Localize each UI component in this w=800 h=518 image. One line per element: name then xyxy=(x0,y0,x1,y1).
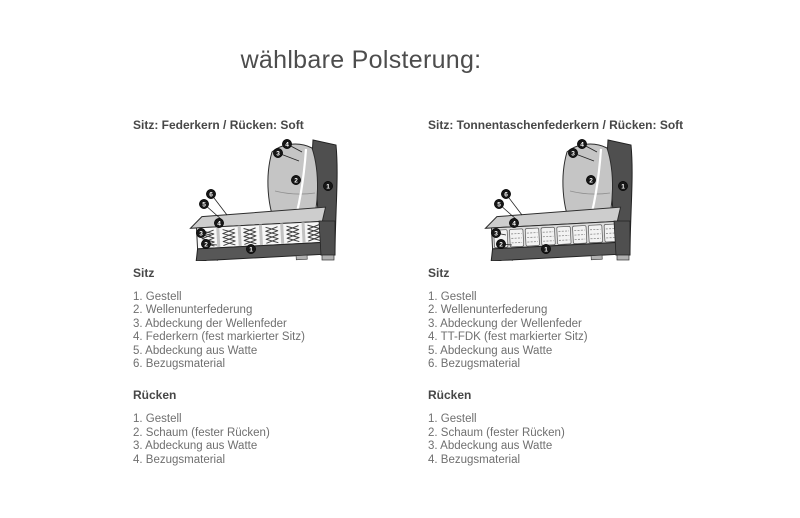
list-item: 4. Bezugsmaterial xyxy=(133,453,226,466)
seat-assembly xyxy=(189,206,329,261)
section-heading-sitz: Sitz xyxy=(428,266,450,280)
sofa-diagram-svg-tonnentaschenfederkern: 4 3 2 1 6 5 4 3 2 1 xyxy=(484,139,633,261)
list-item: 3. Abdeckung aus Watte xyxy=(133,440,258,453)
section-heading-ruecken: Rücken xyxy=(428,388,472,403)
frame-front-edge xyxy=(318,220,336,256)
back-callouts: 4 3 2 1 xyxy=(273,139,333,191)
ruecken-layer-list: 1. Gestell 2. Schaum (fester Rücken) 3. … xyxy=(428,413,720,467)
sofa-diagram-svg-federkern: 4 3 2 1 6 5 4 3 2 1 xyxy=(189,139,338,261)
seat-callout-abdeckung-wellenfeder xyxy=(196,228,206,238)
back-callout-label: 1 xyxy=(621,183,625,190)
column-heading-federkern: Sitz: Federkern / Rücken: Soft xyxy=(133,118,304,132)
list-item: 3. Abdeckung der Wellenfeder xyxy=(428,317,582,330)
list-item: 2. Wellenunterfederung xyxy=(133,304,253,317)
ruecken-layer-list: 1. Gestell 2. Schaum (fester Rücken) 3. … xyxy=(133,413,425,467)
back-callout-label: 1 xyxy=(326,183,330,190)
frame-front-edge xyxy=(613,220,631,256)
sitz-layer-list: 1. Gestell 2. Wellenunterfederung 3. Abd… xyxy=(133,291,425,371)
spring-divider xyxy=(301,222,306,244)
seat-callout-label: 5 xyxy=(497,201,501,208)
seat-callout-label: 2 xyxy=(499,241,503,248)
seat-callout-label: 1 xyxy=(249,246,253,253)
back-cushion-crease xyxy=(569,190,611,195)
back-callout-gestell xyxy=(323,181,333,191)
list-item: 1. Gestell xyxy=(133,413,182,426)
seat-callout-gestell xyxy=(541,244,551,254)
section-heading-sitz: Sitz xyxy=(133,266,155,280)
back-callout-label: 3 xyxy=(571,150,575,157)
list-item: 4. Federkern (fest markierter Sitz) xyxy=(133,331,305,344)
seat-callout-watte xyxy=(199,199,209,209)
sofa-cross-section-diagram-tonnentaschenfederkern: 4 3 2 1 6 5 4 3 2 1 xyxy=(470,136,685,261)
seat-callout-label: 6 xyxy=(504,191,508,198)
sofa-leg xyxy=(205,259,218,261)
sofa-leg xyxy=(295,254,308,261)
list-item: 2. Schaum (fester Rücken) xyxy=(133,426,270,439)
list-item: 1. Gestell xyxy=(428,291,477,303)
seat-callout-label: 6 xyxy=(209,191,213,198)
list-item: 5. Abdeckung aus Watte xyxy=(428,344,553,357)
list-item: 2. Schaum (fester Rücken) xyxy=(428,426,565,439)
seat-assembly xyxy=(484,206,624,261)
list-item: 5. Abdeckung aus Watte xyxy=(133,344,258,357)
section-heading-ruecken: Rücken xyxy=(133,388,177,403)
seat-callout-gestell xyxy=(246,244,256,254)
list-item: 4. Bezugsmaterial xyxy=(428,453,521,466)
seat-callouts: 6 5 4 3 2 1 xyxy=(491,189,551,254)
sofa-cross-section-diagram-federkern: 4 3 2 1 6 5 4 3 2 1 xyxy=(175,136,390,261)
seat-callout-label: 4 xyxy=(512,220,516,227)
back-callout-label: 2 xyxy=(294,177,298,184)
list-item: 6. Bezugsmaterial xyxy=(133,358,226,371)
sofa-leg xyxy=(500,259,513,261)
seat-callout-abdeckung-wellenfeder xyxy=(491,228,501,238)
bonnell-springs xyxy=(201,224,321,248)
list-item: 1. Gestell xyxy=(133,291,182,303)
back-callout-gestell xyxy=(618,181,628,191)
back-callout-watte xyxy=(273,148,283,158)
seat-callouts: 6 5 4 3 2 1 xyxy=(196,189,256,254)
spring-divider xyxy=(237,225,242,247)
back-callout-label: 2 xyxy=(589,177,593,184)
back-callout-label: 4 xyxy=(285,141,289,148)
list-item: 4. TT-FDK (fest markierter Sitz) xyxy=(428,331,588,344)
seat-callout-federkern xyxy=(214,218,224,228)
list-item: 3. Abdeckung aus Watte xyxy=(428,440,553,453)
seat-callout-label: 5 xyxy=(202,201,206,208)
seat-callout-wellenunterfederung xyxy=(201,239,211,249)
seat-callout-watte xyxy=(494,199,504,209)
seat-callout-label: 2 xyxy=(204,241,208,248)
back-callout-label: 4 xyxy=(580,141,584,148)
seat-callout-wellenunterfederung xyxy=(496,239,506,249)
seat-callout-label: 4 xyxy=(217,220,221,227)
back-callouts: 4 3 2 1 xyxy=(568,139,628,191)
list-item: 2. Wellenunterfederung xyxy=(428,304,548,317)
sofa-leg xyxy=(590,254,603,261)
spring-divider xyxy=(216,226,221,248)
back-callout-schaum xyxy=(586,175,596,185)
back-cushion-crease xyxy=(274,190,316,195)
spring-divider xyxy=(280,223,285,245)
back-callout-bezugsmaterial xyxy=(577,139,587,149)
column-heading-tonnentaschenfederkern: Sitz: Tonnentaschenfederkern / Rücken: S… xyxy=(428,118,684,132)
seat-callout-bezugsmaterial xyxy=(501,189,511,199)
list-item: 6. Bezugsmaterial xyxy=(428,358,521,371)
back-callout-schaum xyxy=(291,175,301,185)
seat-callout-label: 3 xyxy=(494,230,498,237)
back-callout-bezugsmaterial xyxy=(282,139,292,149)
spring-divider xyxy=(258,224,263,246)
column-federkern: Sitz: Federkern / Rücken: Soft xyxy=(133,118,425,467)
list-item: 1. Gestell xyxy=(428,413,477,426)
back-callout-label: 3 xyxy=(276,150,280,157)
page-title: wählbare Polsterung: xyxy=(240,46,482,74)
seat-callout-label: 3 xyxy=(199,230,203,237)
seat-callout-tt-fdk xyxy=(509,218,519,228)
back-callout-watte xyxy=(568,148,578,158)
seat-callout-bezugsmaterial xyxy=(206,189,216,199)
list-item: 3. Abdeckung der Wellenfeder xyxy=(133,317,287,330)
seat-callout-label: 1 xyxy=(544,246,548,253)
sitz-layer-list: 1. Gestell 2. Wellenunterfederung 3. Abd… xyxy=(428,291,720,371)
column-tonnentaschenfederkern: Sitz: Tonnentaschenfederkern / Rücken: S… xyxy=(428,118,720,467)
